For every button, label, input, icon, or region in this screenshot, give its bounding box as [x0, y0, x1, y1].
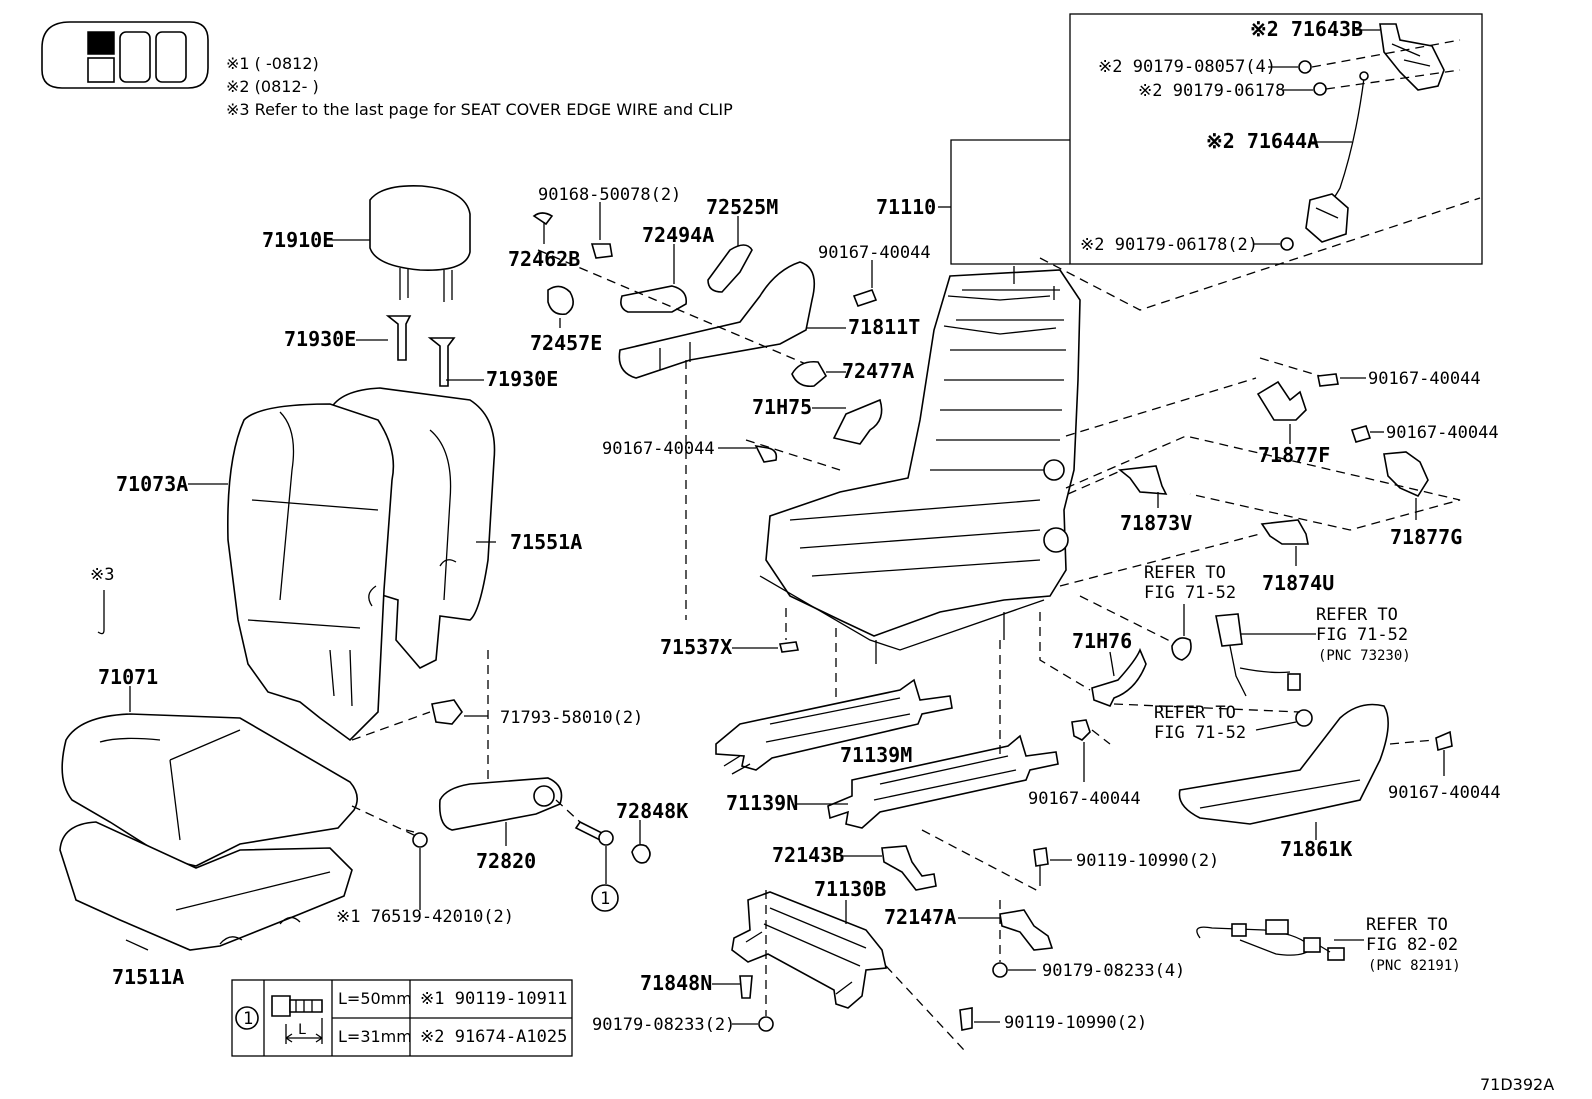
- label-72147a: 72147A: [884, 905, 956, 929]
- label-90167-40044-a: 90167-40044: [818, 243, 931, 263]
- label-71h75: 71H75: [752, 395, 812, 419]
- ref-4-line-2: FIG 82-02: [1366, 935, 1458, 955]
- label-72848k: 72848K: [616, 799, 688, 823]
- label-90179-08233-a: 90179-08233(4): [1042, 961, 1185, 981]
- label-71551a: 71551A: [510, 530, 582, 554]
- ref-3-line-2: FIG 71-52: [1154, 723, 1246, 743]
- seat-cushion-cover: [61, 713, 358, 867]
- ref-4-line-1: REFER TO: [1366, 915, 1448, 935]
- label-71861k: 71861K: [1280, 837, 1352, 861]
- label-72494a: 72494A: [642, 223, 714, 247]
- drawing-id: 71D392A: [1480, 1075, 1554, 1094]
- label-72462b: 72462B: [508, 247, 580, 271]
- label-71811t: 71811T: [848, 315, 920, 339]
- label-90119-10990-b: 90119-10990(2): [1004, 1013, 1147, 1033]
- label-90179-06178: ※2 90179-06178: [1138, 81, 1285, 101]
- label-90167-40044-f: 90167-40044: [1388, 783, 1501, 803]
- label-90179-08233-b: 90179-08233(2): [592, 1015, 735, 1035]
- label-71848n: 71848N: [640, 971, 712, 995]
- note-2: ※2 (0812- ): [226, 77, 319, 96]
- label-90167-40044-d: 90167-40044: [1386, 423, 1499, 443]
- label-72820: 72820: [476, 849, 536, 873]
- table-dim-label: L: [298, 1022, 306, 1038]
- label-71793-58010: 71793-58010(2): [500, 708, 643, 728]
- label-90167-40044-e: 90167-40044: [1028, 789, 1141, 809]
- label-90168-50078: 90168-50078(2): [538, 185, 681, 205]
- label-71110: 71110: [876, 195, 936, 219]
- seat-adjuster: [731, 891, 887, 1009]
- label-71910e: 71910E: [262, 228, 334, 252]
- table-row1-length: L=50mm: [338, 989, 412, 1008]
- note-1: ※1 ( -0812): [226, 54, 319, 73]
- seat-cushion-pad: [59, 821, 353, 951]
- seat-track-upper: [715, 678, 953, 775]
- ref-1-line-2: FIG 71-52: [1144, 583, 1236, 603]
- seat-frame: [759, 266, 1081, 664]
- label-71h76: 71H76: [1072, 629, 1132, 653]
- label-71930e-b: 71930E: [486, 367, 558, 391]
- seat-track-lower: [827, 734, 1059, 829]
- label-71877g: 71877G: [1390, 525, 1462, 549]
- ref-2-line-2: FIG 71-52: [1316, 625, 1408, 645]
- label-90167-40044-b: 90167-40044: [602, 439, 715, 459]
- wire-harness: [1196, 919, 1364, 961]
- inset-box: [950, 13, 1483, 311]
- label-90167-40044-c: 90167-40044: [1368, 369, 1481, 389]
- label-71874u: 71874U: [1262, 571, 1334, 595]
- seatback-cover: [227, 403, 395, 742]
- label-71643b: ※2 71643B: [1250, 17, 1363, 41]
- table-row2-length: L=31mm: [338, 1027, 412, 1046]
- label-71130b: 71130B: [814, 877, 886, 901]
- label-71139n: 71139N: [726, 791, 798, 815]
- label-circle-ref: 1: [600, 889, 610, 909]
- label-76519-42010: ※1 76519-42010(2): [336, 907, 514, 927]
- seat-layout-icon: [41, 21, 209, 89]
- table-row1-part: ※1 90119-10911: [420, 989, 567, 1009]
- label-90179-08057: ※2 90179-08057(4): [1098, 57, 1276, 77]
- label-71644a: ※2 71644A: [1206, 129, 1319, 153]
- seat-belt-buckle: [1215, 613, 1301, 697]
- bolt-spec-table: [231, 979, 573, 1057]
- label-72457e: 72457E: [530, 331, 602, 355]
- seat-side-cover: [618, 261, 816, 379]
- ref-1-line-1: REFER TO: [1144, 563, 1226, 583]
- label-72525m: 72525M: [706, 195, 778, 219]
- bolt-icon: [271, 995, 323, 1044]
- table-row2-part: ※2 91674-A1025: [420, 1027, 567, 1047]
- recliner-handle: [438, 777, 563, 831]
- label-90179-06178-2: ※2 90179-06178(2): [1080, 235, 1258, 255]
- label-71073a: 71073A: [116, 472, 188, 496]
- note-3: ※3 Refer to the last page for SEAT COVER…: [226, 100, 733, 119]
- label-71873v: 71873V: [1120, 511, 1192, 535]
- label-72143b: 72143B: [772, 843, 844, 867]
- label-ref-3: ※3: [90, 565, 114, 585]
- table-index: 1: [243, 1009, 253, 1029]
- ref-3-line-1: REFER TO: [1154, 703, 1236, 723]
- label-71537x: 71537X: [660, 635, 732, 659]
- label-71071: 71071: [98, 665, 158, 689]
- label-72477a: 72477A: [842, 359, 914, 383]
- headrest: [369, 184, 471, 387]
- ref-2-line-1: REFER TO: [1316, 605, 1398, 625]
- label-71930e-a: 71930E: [284, 327, 356, 351]
- ref-2-line-3: (PNC 73230): [1318, 648, 1411, 664]
- side-shield: [1178, 703, 1389, 825]
- label-90119-10990-a: 90119-10990(2): [1076, 851, 1219, 871]
- label-71511a: 71511A: [112, 965, 184, 989]
- label-71139m: 71139M: [840, 743, 912, 767]
- ref-4-line-3: (PNC 82191): [1368, 958, 1461, 974]
